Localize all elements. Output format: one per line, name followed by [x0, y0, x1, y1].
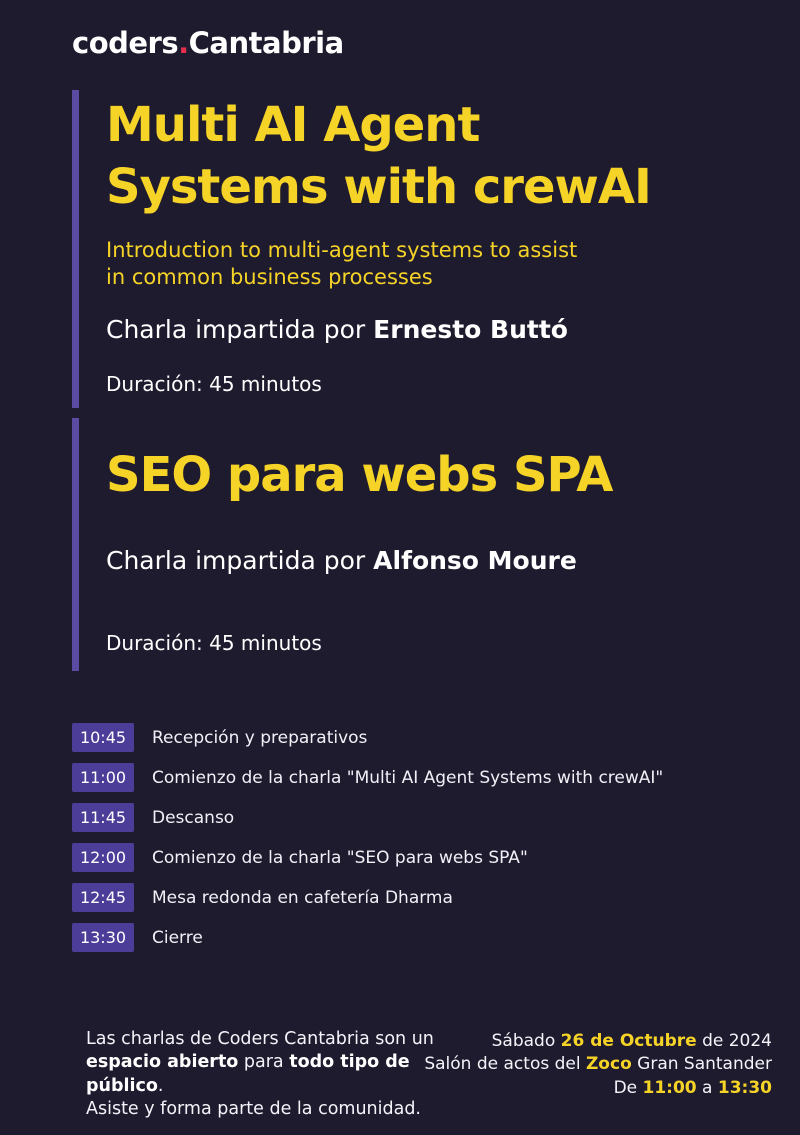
talk2-duration: Duración: 45 minutos — [106, 631, 322, 656]
logo: coders.Cantabria — [72, 26, 344, 60]
schedule-label: Descanso — [152, 807, 235, 828]
footer-left-line3: Asiste y forma parte de la comunidad. — [86, 1099, 421, 1120]
event-date: 26 de Octubre — [560, 1031, 697, 1051]
schedule-time-badge: 12:00 — [72, 843, 134, 872]
event-date-prefix: Sábado — [491, 1031, 561, 1051]
schedule-label: Cierre — [152, 927, 203, 948]
event-time-start: 11:00 — [642, 1077, 697, 1098]
talk1-speaker-prefix: Charla impartida por — [106, 315, 374, 345]
schedule-row: 13:30 Cierre — [72, 923, 663, 952]
footer-left-open-space: espacio abierto — [86, 1052, 239, 1073]
talk1-title-line2: Systems with crewAI — [106, 159, 652, 216]
talk1-duration: Duración: 45 minutos — [106, 372, 322, 397]
footer-event-details: Sábado 26 de Octubre de 2024 Salón de ac… — [424, 1030, 772, 1100]
schedule-time-badge: 10:45 — [72, 723, 134, 752]
schedule-row: 11:00 Comienzo de la charla "Multi AI Ag… — [72, 763, 663, 792]
talk1-speaker-name: Ernesto Buttó — [373, 315, 568, 345]
schedule-time-badge: 12:45 — [72, 883, 134, 912]
footer-left-mid: para — [238, 1052, 290, 1073]
schedule-label: Mesa redonda en cafetería Dharma — [152, 887, 453, 908]
schedule-label: Recepción y preparativos — [152, 727, 368, 748]
talk1-speaker: Charla impartida por Ernesto Buttó — [106, 315, 762, 344]
schedule-row: 11:45 Descanso — [72, 803, 663, 832]
schedule-row: 10:45 Recepción y preparativos — [72, 723, 663, 752]
schedule-row: 12:00 Comienzo de la charla "SEO para we… — [72, 843, 663, 872]
schedule-label: Comienzo de la charla "SEO para webs SPA… — [152, 847, 528, 868]
talk2-speaker: Charla impartida por Alfonso Moure — [106, 546, 762, 575]
schedule-label: Comienzo de la charla "Multi AI Agent Sy… — [152, 767, 664, 788]
talk2-speaker-name: Alfonso Moure — [373, 546, 577, 576]
event-venue-prefix: Salón de actos del — [424, 1054, 586, 1075]
schedule-row: 12:45 Mesa redonda en cafetería Dharma — [72, 883, 663, 912]
footer-left-audience: todo tipo de público — [86, 1052, 410, 1096]
footer-community-text: Las charlas de Coders Cantabria son un e… — [86, 1028, 446, 1122]
footer-left-period: . — [157, 1075, 164, 1096]
talk2-title: SEO para webs SPA — [106, 447, 613, 503]
talk-section-1: Multi AI Agent Systems with crewAI Intro… — [72, 90, 762, 409]
event-venue-suffix: Gran Santander — [631, 1054, 772, 1075]
talk1-subtitle-line2: in common business processes — [106, 265, 433, 290]
schedule-list: 10:45 Recepción y preparativos 11:00 Com… — [72, 723, 663, 963]
schedule-time-badge: 11:00 — [72, 763, 134, 792]
talk1-subtitle-line1: Introduction to multi-agent systems to a… — [106, 237, 578, 262]
talk1-title: Multi AI Agent Systems with crewAI — [106, 94, 762, 219]
event-time-prefix: De — [613, 1077, 643, 1098]
logo-cantabria: Cantabria — [188, 26, 345, 60]
event-time-mid: a — [696, 1077, 718, 1098]
event-date-suffix: de 2024 — [696, 1031, 772, 1051]
event-venue: Zoco — [585, 1054, 632, 1075]
talk1-title-line1: Multi AI Agent — [106, 97, 480, 153]
schedule-time-badge: 11:45 — [72, 803, 134, 832]
footer-left-line1: Las charlas de Coders Cantabria son un — [86, 1029, 434, 1049]
schedule-time-badge: 13:30 — [72, 923, 134, 952]
logo-dot: . — [178, 26, 189, 60]
event-time-end: 13:30 — [717, 1077, 772, 1098]
talk-section-2: SEO para webs SPA Charla impartida por A… — [72, 418, 762, 672]
logo-coders: coders — [72, 26, 179, 60]
talk1-subtitle: Introduction to multi-agent systems to a… — [106, 237, 762, 292]
talk2-speaker-prefix: Charla impartida por — [106, 546, 374, 576]
